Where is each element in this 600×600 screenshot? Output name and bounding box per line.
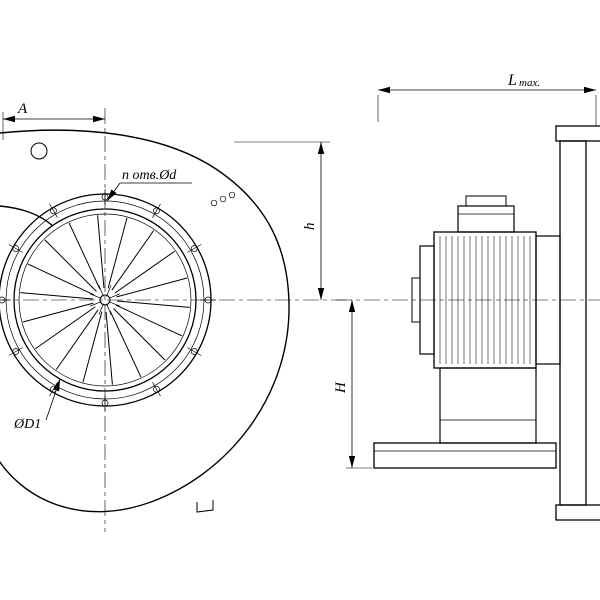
- drain-stub: [196, 500, 214, 513]
- dimension-h: h: [234, 141, 330, 300]
- outlet-flange-hole: [30, 142, 48, 160]
- leader-bolt-holes: n отв.Ød: [106, 168, 192, 202]
- motor-shaft-cap: [411, 277, 421, 323]
- impeller-blades: [20, 215, 190, 385]
- front-view: [0, 108, 352, 532]
- dim-holes-label: n отв.Ød: [122, 168, 177, 183]
- outlet-duct-lower-line: [0, 205, 54, 227]
- housing-side-plate: [559, 140, 587, 506]
- housing-top-flange: [555, 125, 600, 142]
- motor-cooling-fins: [439, 236, 531, 364]
- casing-bolt-holes: [210, 191, 236, 207]
- motor-pedestal: [439, 367, 537, 444]
- dim-height-label: H: [333, 381, 349, 394]
- terminal-box: [457, 205, 515, 233]
- dim-h-label: h: [302, 223, 318, 231]
- dim-lmax-label: L: [507, 72, 517, 89]
- leader-d1: ØD1: [13, 378, 61, 432]
- dim-d1-label: ØD1: [13, 417, 41, 432]
- hub-star: [90, 285, 120, 315]
- dim-a-label: A: [17, 101, 28, 117]
- side-view: [336, 125, 600, 521]
- housing-bottom-flange: [555, 504, 600, 521]
- terminal-box-lid: [465, 195, 507, 207]
- dimension-a: A: [2, 101, 105, 140]
- dimension-height: H: [333, 300, 372, 469]
- casing-outline: [0, 129, 290, 513]
- base-frame: [373, 442, 557, 469]
- dim-lmax-suffix: max.: [519, 77, 540, 89]
- dimension-lmax: L max.: [377, 72, 597, 126]
